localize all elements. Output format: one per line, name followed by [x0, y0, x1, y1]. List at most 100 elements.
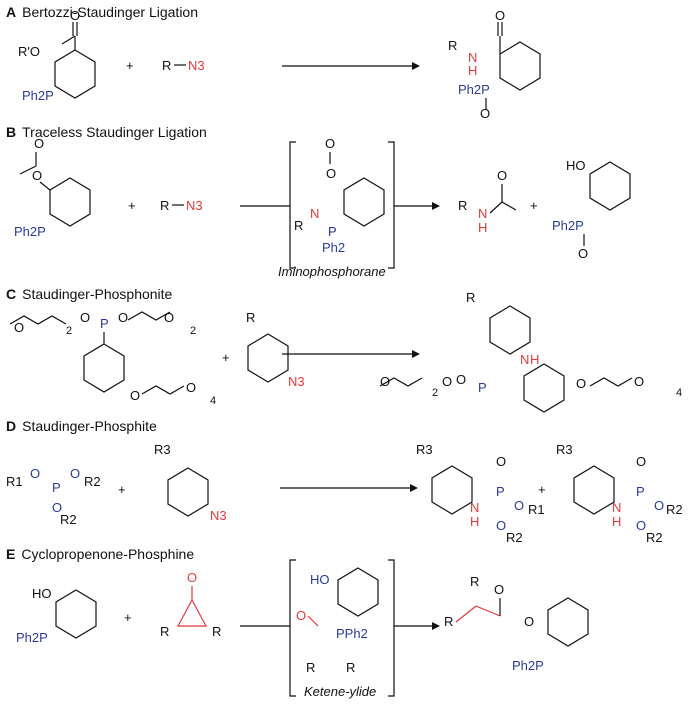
atom-ph2p: Ph2P — [22, 88, 54, 103]
subscript: 4 — [676, 387, 682, 399]
panel-letter: D — [6, 418, 17, 434]
panel-letter: E — [6, 546, 16, 562]
atom-o: O — [456, 372, 466, 387]
atom-r: R — [294, 218, 303, 233]
scheme-b: O O Ph2P + R N3 O O R N P Ph2 R N H O + — [14, 136, 631, 269]
atom-p: P — [636, 484, 645, 499]
plus-sign: + — [222, 350, 230, 365]
atom-n: N — [470, 500, 479, 515]
atom-r2: R2 — [646, 530, 663, 545]
atom-o: O — [80, 310, 90, 325]
atom-n: N — [478, 206, 487, 221]
panel-b-header: B Traceless Staudinger Ligation — [6, 124, 207, 140]
panel-b: B Traceless Staudinger Ligation O O Ph2P … — [0, 118, 690, 280]
plus-sign: + — [538, 482, 546, 497]
atom-o: O — [380, 374, 390, 389]
atom-p: P — [478, 380, 487, 395]
atom-o: O — [34, 136, 44, 151]
atom-o: O — [496, 454, 506, 469]
scheme-c: O 2 O P O O 2 O O 4 + R N3 R N H O P O 2… — [9, 290, 682, 413]
atom-pph2: PPh2 — [336, 626, 368, 641]
atom-r: R — [448, 38, 457, 53]
atom-o: O — [634, 374, 644, 389]
plus-sign: + — [128, 198, 136, 213]
panel-letter: B — [6, 124, 17, 140]
atom-o: O — [636, 518, 646, 533]
intermediate-label: Ketene-ylide — [304, 684, 377, 699]
subscript: 4 — [210, 395, 216, 407]
plus-sign: + — [530, 198, 538, 213]
atom-o: O — [70, 466, 80, 481]
azide-n3: N3 — [210, 508, 227, 523]
atom-ho: HO — [310, 572, 330, 587]
atom-o: O — [578, 246, 588, 261]
panel-letter: C — [6, 286, 17, 302]
azide-n3: N3 — [288, 374, 305, 389]
scheme-d: R1 O P O R2 O R2 + R3 N3 R3 N H O P O R1… — [6, 442, 683, 545]
atom-h: H — [468, 63, 477, 78]
subscript: 2 — [432, 387, 438, 399]
atom-ph2p: Ph2P — [14, 224, 46, 239]
atom-r: R — [212, 624, 221, 639]
panel-a-header: A Bertozzi-Staudinger Ligation — [6, 4, 198, 20]
atom-r2: R2 — [666, 502, 683, 517]
panel-title: Bertozzi-Staudinger Ligation — [22, 4, 199, 20]
atom-p: P — [52, 480, 61, 495]
atom-r: R — [470, 574, 479, 589]
panel-title: Staudinger-Phosphonite — [22, 286, 173, 302]
atom-n: N — [310, 206, 319, 221]
atom-r3: R3 — [154, 442, 171, 457]
atom-n: N — [612, 500, 621, 515]
plus-sign: + — [118, 482, 126, 497]
atom-p: P — [328, 224, 337, 239]
atom-r3: R3 — [556, 442, 573, 457]
atom-r: R — [466, 290, 475, 305]
atom-ph2: Ph2 — [322, 240, 345, 255]
atom-h: H — [530, 352, 539, 367]
atom-o: O — [164, 310, 174, 325]
atom-o: O — [495, 8, 505, 23]
atom-h: H — [470, 514, 479, 529]
atom-h: H — [612, 514, 621, 529]
atom-r: R — [246, 310, 255, 325]
atom-ho: HO — [566, 158, 586, 173]
atom-ph2p: Ph2P — [512, 658, 544, 673]
atom-o: O — [494, 582, 504, 597]
atom-r1: R1 — [6, 474, 23, 489]
atom-o: O — [514, 498, 524, 513]
atom-r: R — [444, 614, 453, 629]
atom-r: R — [160, 624, 169, 639]
atom-r2: R2 — [84, 474, 101, 489]
atom-o: O — [480, 106, 490, 121]
atom-r: R — [160, 198, 169, 213]
azide-n3: N3 — [188, 58, 205, 73]
atom-o: O — [187, 570, 197, 585]
panel-title: Traceless Staudinger Ligation — [22, 124, 207, 140]
panel-title: Cyclopropenone-Phosphine — [21, 546, 195, 562]
atom-o: O — [325, 136, 335, 151]
atom-p: P — [100, 316, 109, 331]
atom-ph2p: Ph2P — [16, 630, 48, 645]
atom-r: R — [306, 660, 315, 675]
atom-o: O — [576, 376, 586, 391]
atom-r1: R1 — [528, 502, 545, 517]
atom-o: O — [52, 500, 62, 515]
atom-r: R — [162, 58, 171, 73]
atom-o: O — [496, 518, 506, 533]
intermediate-label: Iminophosphorane — [278, 264, 386, 279]
panel-letter: A — [6, 4, 17, 20]
atom-ph2p: Ph2P — [552, 218, 584, 233]
plus-sign: + — [124, 610, 132, 625]
panel-e-header: E Cyclopropenone-Phosphine — [6, 546, 194, 562]
atom-o: O — [118, 310, 128, 325]
panel-c-header: C Staudinger-Phosphonite — [6, 286, 172, 302]
atom-o: O — [326, 166, 336, 181]
atom-r2: R2 — [506, 530, 523, 545]
panel-c: C Staudinger-Phosphonite O 2 O P O O 2 O … — [0, 282, 690, 413]
atom-n: N — [468, 50, 477, 65]
atom-o: O — [296, 608, 306, 623]
atom-r: R — [346, 660, 355, 675]
